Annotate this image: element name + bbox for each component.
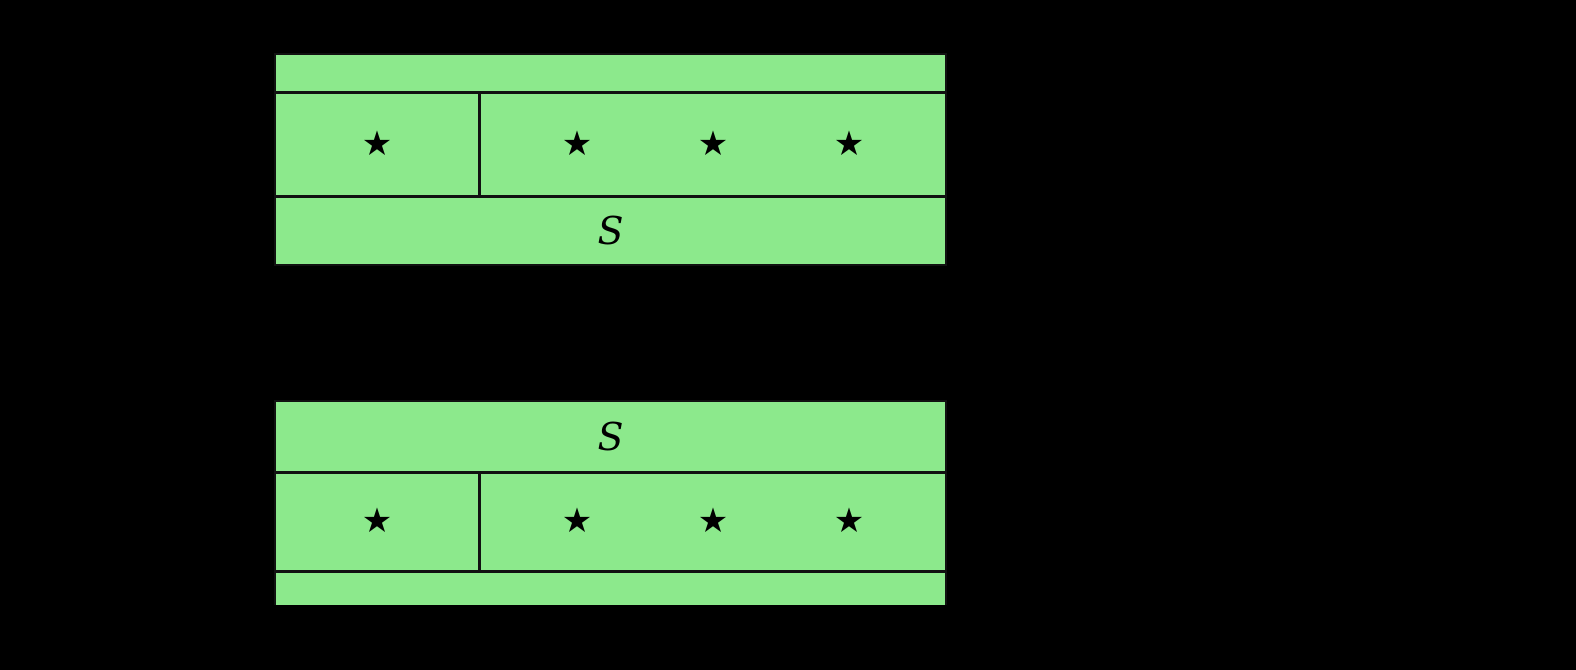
bottom-star-row-left-cell: ★ <box>276 474 481 570</box>
script-s-glyph: S <box>597 209 624 253</box>
bottom-star-row: ★ ★ ★ ★ <box>276 471 945 570</box>
top-star-row-right-cell: ★ ★ ★ <box>481 94 945 195</box>
bottom-diagram: S ★ ★ ★ ★ <box>274 400 947 605</box>
star-glyph: ★ <box>697 501 729 541</box>
top-star-row: ★ ★ ★ ★ <box>276 91 945 195</box>
star-glyph: ★ <box>697 123 729 164</box>
top-diagram: ★ ★ ★ ★ S <box>274 53 947 266</box>
star-glyph: ★ <box>361 123 393 164</box>
bottom-label-band-content: S <box>276 402 945 471</box>
top-label-band: S <box>276 195 945 264</box>
top-label-band-content: S <box>276 198 945 264</box>
star-glyph: ★ <box>561 501 593 541</box>
star-glyph: ★ <box>833 123 865 164</box>
top-blank-band <box>276 55 945 91</box>
bottom-star-row-right-cell: ★ ★ ★ <box>481 474 945 570</box>
top-star-row-left-cell: ★ <box>276 94 481 195</box>
star-glyph: ★ <box>561 123 593 164</box>
bottom-blank-band <box>276 570 945 605</box>
top-blank-band-content <box>276 55 945 91</box>
star-glyph: ★ <box>833 501 865 541</box>
bottom-label-band: S <box>276 402 945 471</box>
bottom-blank-band-content <box>276 573 945 605</box>
star-glyph: ★ <box>361 501 393 541</box>
script-s-glyph: S <box>597 414 624 459</box>
